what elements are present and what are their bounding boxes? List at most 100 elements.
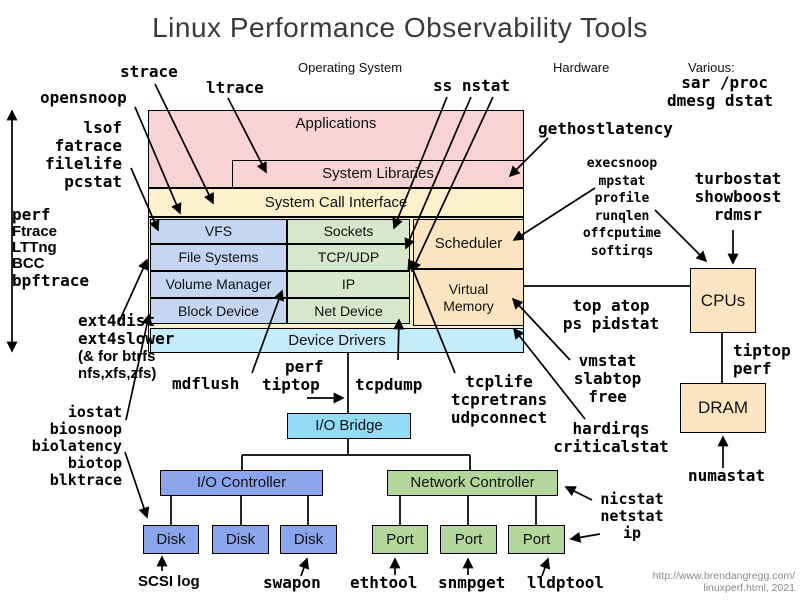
footer-credit: http://www.brendangregg.com/ linuxperf.h… (595, 570, 795, 594)
tool-runqlen: runqlen (594, 208, 650, 224)
tool-pcstat: pcstat (64, 172, 122, 191)
disk-label: Disk (156, 530, 186, 548)
tool-softirqs: softirqs (590, 243, 654, 259)
tool-perf-cpu: perf (733, 359, 772, 378)
process-tools-group: top atop ps pidstat (552, 297, 670, 333)
tool-offcputime: offcputime (582, 226, 662, 241)
port-box-1: Port (372, 525, 428, 554)
block-tools-group: iostat biosnoop biolatency biotop blktra… (8, 404, 122, 489)
port-label: Port (386, 530, 414, 548)
mem-tools-group: vmstat slabtop free (565, 352, 650, 406)
tool-ps-pidstat: ps pidstat (562, 314, 660, 333)
tool-hardirqs: hardirqs (572, 419, 650, 438)
net-device-label: Net Device (314, 302, 383, 319)
file-systems-box: File Systems (150, 244, 287, 271)
tool-ethtool: ethtool (350, 573, 418, 592)
tool-iostat: iostat (67, 403, 122, 421)
cpus-label: CPUs (700, 290, 746, 310)
tool-showboost: showboost (694, 187, 782, 206)
system-libraries-box: System Libraries (232, 160, 524, 188)
io-controller-label: I/O Controller (196, 474, 287, 492)
dram-label: DRAM (697, 398, 749, 418)
dram-box: DRAM (680, 383, 766, 433)
tool-tcpdump: tcpdump (355, 375, 423, 394)
disk-label: Disk (293, 530, 324, 548)
vfs-box: VFS (150, 219, 287, 244)
footer-url: http://www.brendangregg.com/ (652, 570, 795, 582)
tool-profile: profile (594, 191, 650, 206)
system-libraries-label: System Libraries (322, 165, 434, 183)
disk-label: Disk (225, 530, 256, 548)
scheduler-label: Scheduler (434, 235, 503, 253)
tool-ip: ip (622, 524, 642, 542)
vfs-label: VFS (204, 223, 233, 240)
note-btrfs: (& for btrfs (78, 348, 156, 365)
device-drivers-label: Device Drivers (288, 331, 386, 349)
tool-execsnoop: execsnoop (586, 156, 658, 171)
tool-lttng: LTTng (12, 239, 57, 256)
virtual-memory-box: Virtual Memory (413, 269, 524, 326)
tool-snmpget: snmpget (438, 573, 506, 592)
turbo-tools-group: turbostat showboost rdmsr (686, 170, 790, 224)
page-title: Linux Performance Observability Tools (152, 12, 648, 43)
irq-tools-group: hardirqs criticalstat (545, 420, 677, 456)
sockets-box: Sockets (287, 219, 410, 244)
volume-manager-box: Volume Manager (150, 271, 287, 298)
note-nfs: nfs,xfs,zfs) (78, 365, 157, 382)
tool-ext4slower: ext4slower (78, 329, 175, 348)
device-drivers-box: Device Drivers (150, 328, 524, 353)
tool-filelife: filelife (44, 154, 122, 173)
block-device-label: Block Device (178, 302, 259, 319)
tool-ltrace: ltrace (206, 78, 264, 97)
tracer-tools-group: perf Ftrace LTTng BCC bpftrace (12, 206, 89, 290)
tool-tiptop-cpu: tiptop (733, 341, 791, 360)
tool-dmesg-dstat: dmesg dstat (667, 91, 773, 110)
tool-top-atop: top atop (572, 296, 650, 315)
tool-nicstat: nicstat (600, 490, 664, 508)
port-box-2: Port (440, 525, 497, 554)
tool-tcplife: tcplife (465, 372, 533, 391)
applications-label: Applications (295, 115, 377, 132)
tcp-udp-label: TCP/UDP (317, 249, 380, 266)
tool-swapon: swapon (263, 573, 321, 592)
tcp-udp-box: TCP/UDP (287, 244, 410, 271)
various-label: Various: (688, 60, 735, 75)
tool-criticalstat: criticalstat (553, 437, 669, 456)
tool-tcpretrans: tcpretrans (450, 390, 548, 409)
tool-ss-nstat: ss nstat (433, 76, 511, 95)
tool-tiptop-io: tiptop (262, 375, 320, 394)
cpus-box: CPUs (690, 268, 756, 333)
hardware-label: Hardware (553, 60, 610, 75)
tool-biolatency: biolatency (31, 437, 122, 455)
disk-box-2: Disk (212, 525, 269, 554)
scheduler-box: Scheduler (413, 219, 524, 269)
nic-tools-group: nicstat netstat ip (590, 491, 674, 542)
tool-mdflush: mdflush (172, 374, 240, 393)
ip-box: IP (287, 271, 410, 298)
tool-lldptool: lldptool (527, 573, 605, 592)
io-bridge-box: I/O Bridge (287, 413, 411, 439)
tool-scsi-log: SCSI log (138, 573, 200, 590)
tool-fatrace: fatrace (54, 136, 122, 155)
tool-biosnoop: biosnoop (49, 420, 122, 438)
file-tools-group: lsof fatrace filelife pcstat (20, 119, 122, 191)
volume-manager-label: Volume Manager (165, 276, 272, 293)
tool-perf: perf (12, 205, 51, 224)
port-label: Port (454, 530, 483, 548)
tool-vmstat: vmstat (578, 351, 637, 370)
port-label: Port (522, 530, 551, 548)
tool-biotop: biotop (67, 454, 122, 472)
tool-blktrace: blktrace (49, 471, 122, 489)
tool-udpconnect: udpconnect (450, 408, 548, 427)
operating-system-label: Operating System (298, 60, 403, 75)
system-call-interface-box: System Call Interface (148, 188, 524, 217)
tool-free: free (588, 387, 627, 406)
virtual-memory-label: Virtual Memory (443, 281, 494, 314)
tcp-tools-group: tcplife tcpretrans udpconnect (443, 373, 555, 427)
tool-numastat: numastat (688, 466, 766, 485)
port-box-3: Port (508, 525, 565, 554)
io-bridge-label: I/O Bridge (315, 417, 383, 435)
file-systems-label: File Systems (178, 249, 259, 266)
tool-strace: strace (120, 62, 178, 81)
